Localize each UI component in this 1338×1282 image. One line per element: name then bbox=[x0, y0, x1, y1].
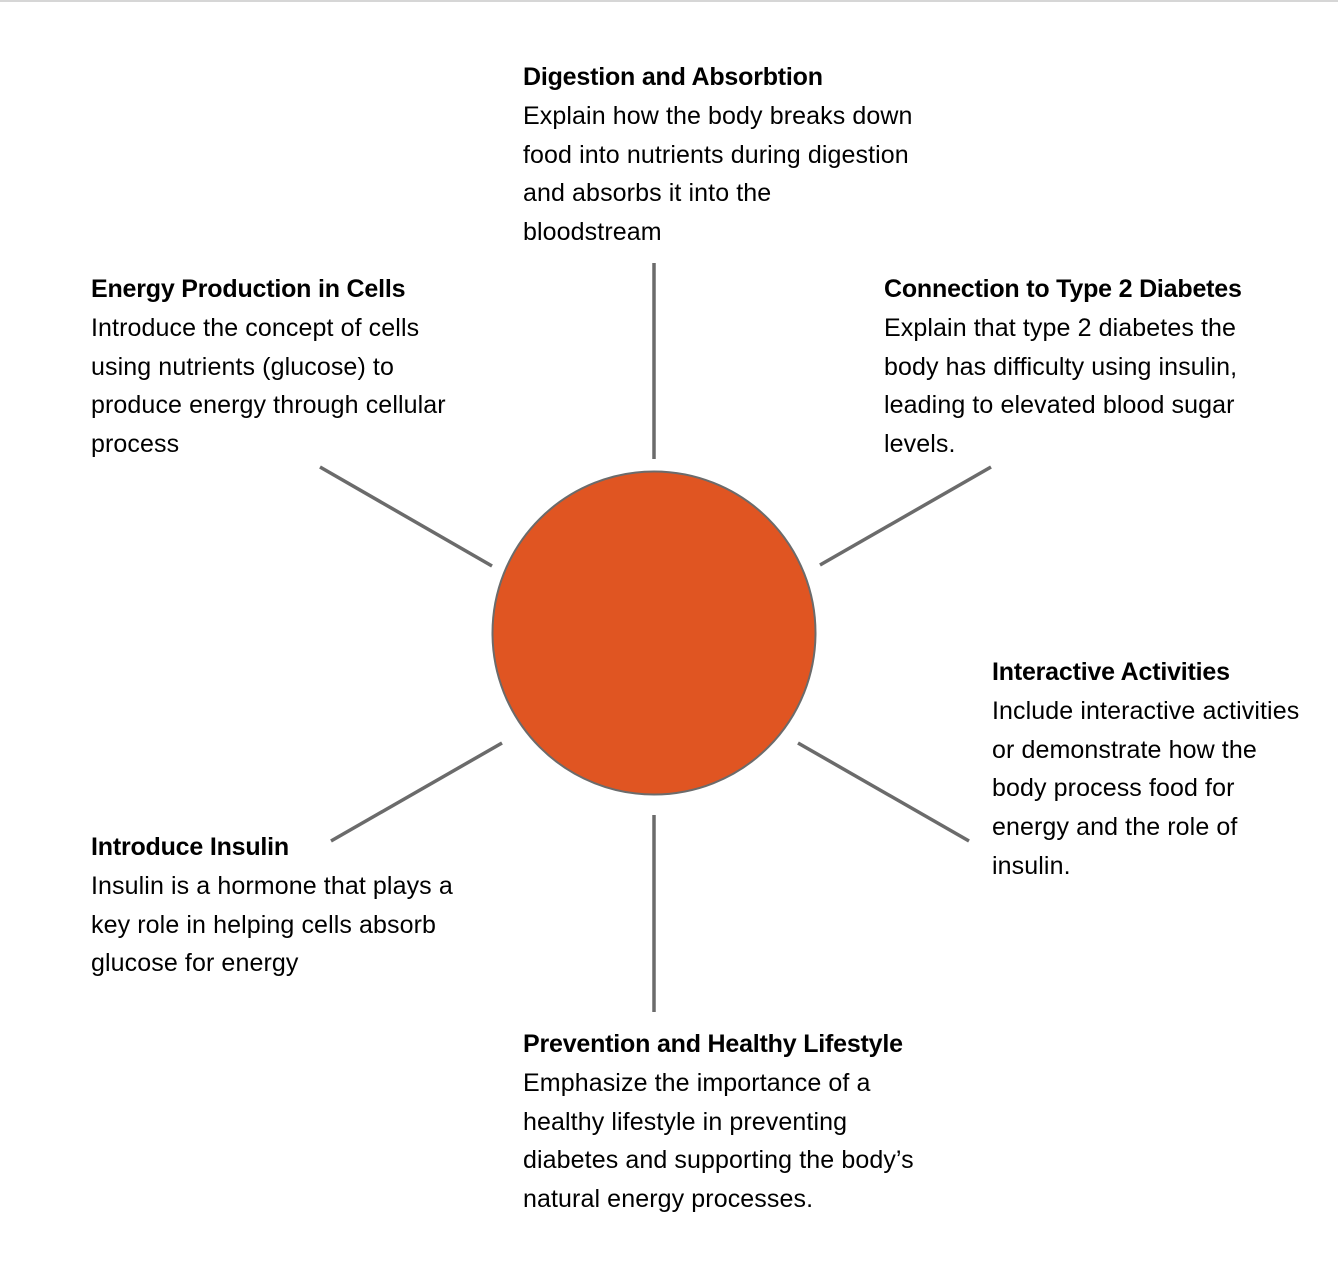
node-interactive-activities: Interactive Activities Include interacti… bbox=[992, 653, 1302, 886]
node-digestion: Digestion and Absorbtion Explain how the… bbox=[523, 58, 913, 252]
node-energy-production: Energy Production in Cells Introduce the… bbox=[91, 270, 476, 464]
node-introduce-insulin: Introduce Insulin Insulin is a hormone t… bbox=[91, 828, 481, 983]
node-description: Emphasize the importance of a healthy li… bbox=[523, 1068, 914, 1214]
node-prevention-healthy-lifestyle: Prevention and Healthy Lifestyle Emphasi… bbox=[523, 1025, 918, 1219]
node-description: Include interactive activities or demons… bbox=[992, 696, 1300, 880]
top-border bbox=[0, 0, 1338, 2]
connector-energy bbox=[319, 465, 493, 568]
node-title: Prevention and Healthy Lifestyle bbox=[523, 1030, 903, 1058]
node-description: Explain that type 2 diabetes the body ha… bbox=[884, 313, 1238, 459]
node-description: Explain how the body breaks down food in… bbox=[523, 101, 913, 247]
central-hub-circle bbox=[491, 470, 817, 796]
connector-interactive bbox=[797, 741, 970, 843]
node-description: Introduce the concept of cells using nut… bbox=[91, 313, 446, 459]
node-description: Insulin is a hormone that plays a key ro… bbox=[91, 871, 453, 978]
node-connection-type2-diabetes: Connection to Type 2 Diabetes Explain th… bbox=[884, 270, 1274, 464]
node-title: Connection to Type 2 Diabetes bbox=[884, 275, 1242, 303]
node-title: Digestion and Absorbtion bbox=[523, 63, 823, 91]
node-title: Interactive Activities bbox=[992, 658, 1230, 686]
node-title: Energy Production in Cells bbox=[91, 275, 406, 303]
node-title: Introduce Insulin bbox=[91, 833, 289, 861]
connector-insulin bbox=[330, 741, 503, 843]
connector-connection bbox=[819, 465, 992, 567]
